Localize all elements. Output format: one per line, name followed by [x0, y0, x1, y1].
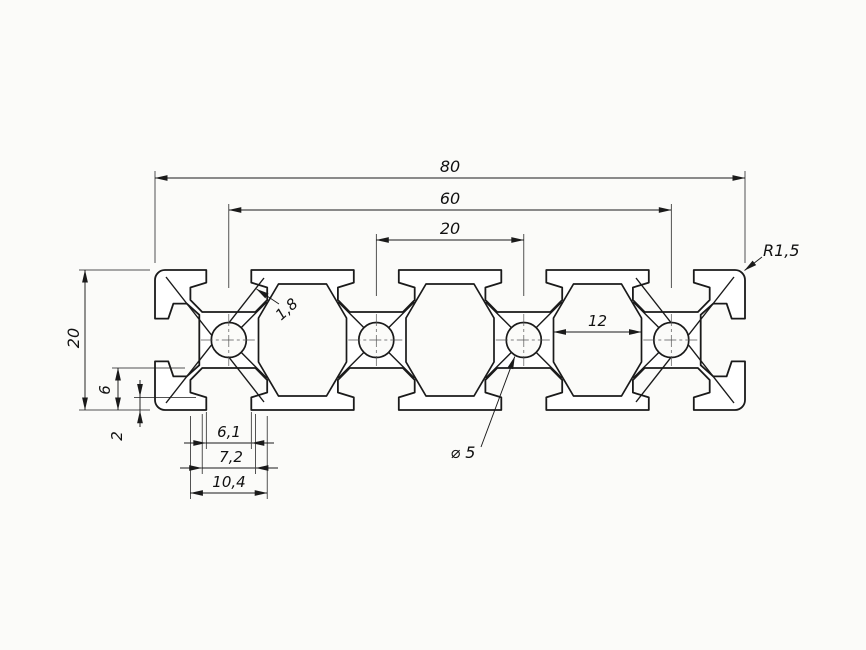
centerlines: [200, 314, 700, 366]
dim-center-hole-spacing: 20: [440, 219, 460, 238]
dimension-lines: [82, 175, 746, 496]
dim-corner-radius: R1,5: [763, 241, 800, 260]
hollow-chambers: [257, 283, 643, 397]
dim-slot-mid-width: 7,2: [219, 448, 243, 466]
dim-lip-thickness: 2: [108, 431, 126, 441]
dim-outer-hole-spacing: 60: [440, 189, 460, 208]
leader-lines: [256, 256, 763, 448]
dim-slot-opening: 6,1: [217, 423, 241, 441]
dim-overall-width: 80: [440, 157, 460, 176]
dim-slot-depth: 6: [96, 385, 114, 395]
dim-height: 20: [64, 328, 83, 348]
dim-chamber-width: 12: [588, 312, 607, 330]
dim-slot-inner-width: 10,4: [212, 473, 245, 491]
dim-bore-diameter: ⌀ 5: [451, 443, 476, 462]
